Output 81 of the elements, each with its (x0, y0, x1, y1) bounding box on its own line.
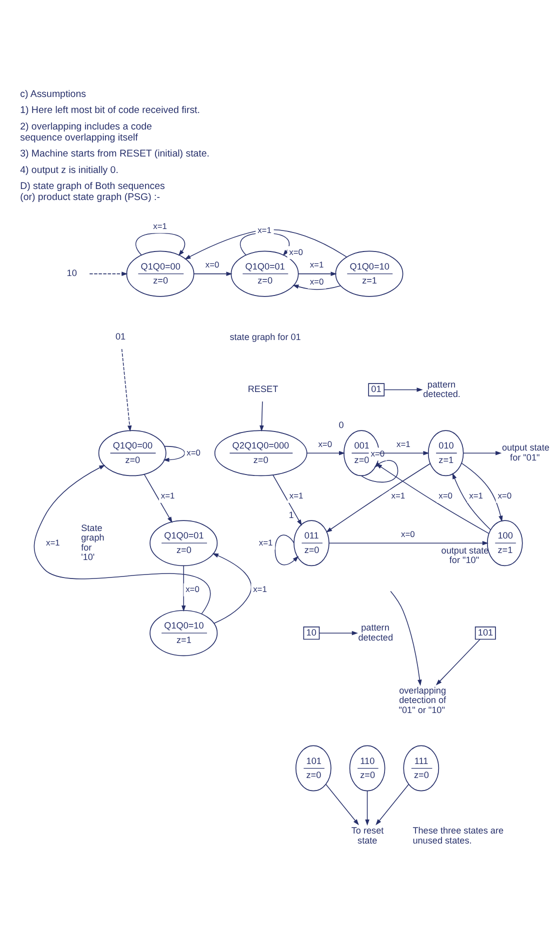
arrow (135, 232, 186, 256)
arrow (376, 784, 410, 826)
node-ellipse: 110 z=0 (349, 745, 386, 792)
node-box: 01 (368, 383, 385, 396)
arrow (181, 565, 186, 612)
arrow (194, 272, 232, 276)
edge-label: x=0 (370, 448, 385, 458)
edge-label: x=1 (46, 537, 60, 548)
edge-label: x=1 (396, 438, 410, 449)
label: 2) overlapping includes a code sequence overlapping itself (20, 121, 152, 144)
node-box: 10 (303, 626, 320, 640)
node-text: 10 (66, 268, 77, 278)
node-ellipse: Q1Q0=10 z=1 (335, 250, 404, 297)
node-ellipse: 010 z=1 (428, 430, 464, 476)
node-label: output state for "10" (441, 545, 489, 566)
edge-label: x=0 (186, 584, 200, 594)
arrow (436, 639, 480, 686)
arrow (144, 474, 172, 524)
arrow (272, 474, 302, 526)
edge-label: x=1 (153, 220, 167, 231)
label: state graph for 01 (230, 332, 301, 342)
arrow (260, 401, 264, 432)
arrow (34, 464, 211, 614)
arrow (121, 348, 132, 432)
arrow (89, 272, 128, 276)
label: 3) Machine starts from RESET (initial) state. (20, 148, 210, 160)
edge-label: x=1 (258, 224, 272, 235)
node-box: 101 (474, 626, 496, 640)
arrow (212, 553, 252, 624)
label: c) Assumptions (20, 88, 86, 100)
arrow (461, 462, 503, 522)
arrow (384, 388, 423, 392)
arrow (452, 472, 491, 530)
arrow (292, 284, 342, 290)
edge-label: x=1 (258, 537, 273, 548)
arrow (378, 451, 430, 456)
label: D) state graph of Both sequences (or) product state graph (PSG) :- (20, 181, 165, 204)
edge-label: x=1 (289, 490, 304, 501)
node-text: pattern detected. (423, 379, 460, 400)
node-label: 0 (338, 420, 344, 430)
label: These three states are unused states. (412, 826, 504, 846)
node-ellipse: Q1Q0=10 z=1 (150, 610, 218, 656)
arrow (274, 534, 299, 566)
node-ellipse: 111 z=0 (403, 745, 440, 792)
node-text: overlapping detection of "01" or "10" (398, 685, 446, 715)
arrow (390, 590, 422, 686)
node-text: 01 (115, 332, 126, 342)
edge-label: x=0 (438, 490, 453, 501)
edge-label: x=0 (289, 246, 304, 257)
label: State graph for '10' (81, 522, 104, 562)
arrow (463, 451, 502, 456)
arrow (376, 464, 490, 534)
arrow (298, 272, 337, 276)
arrow (163, 446, 186, 462)
label: 4) output z is initially 0. (20, 164, 118, 176)
node-text: pattern detected (358, 622, 394, 642)
arrow (306, 451, 346, 456)
label: 1) Here left most bit of code received first. (20, 105, 200, 116)
edge-label: x=1 (391, 490, 406, 501)
node-text: To reset state (351, 826, 384, 846)
arrow (326, 784, 359, 826)
node-ellipse: 100 z=1 (486, 520, 523, 566)
arrow (365, 790, 370, 826)
node-ellipse: Q2Q1Q0=000 z=0 (214, 430, 308, 476)
edge-label: x=0 (310, 276, 324, 286)
edge-label: x=0 (401, 528, 415, 539)
node-text: output state for "01" (502, 442, 550, 462)
edge-label: x=0 (205, 260, 220, 270)
node-ellipse: 101 z=0 (295, 745, 332, 792)
edge-label: x=0 (498, 490, 512, 501)
edge-label: x=1 (160, 490, 175, 501)
edge-label: x=0 (186, 447, 200, 458)
arrow (328, 540, 488, 546)
node-label: 1 (288, 510, 294, 520)
arrow (319, 630, 358, 636)
arrow (240, 232, 290, 256)
edge-label: x=0 (318, 438, 332, 449)
edge-label: x=1 (310, 260, 324, 270)
node-text: RESET (248, 384, 278, 394)
edge-label: x=1 (469, 490, 484, 501)
edge-label: x=1 (253, 584, 267, 594)
